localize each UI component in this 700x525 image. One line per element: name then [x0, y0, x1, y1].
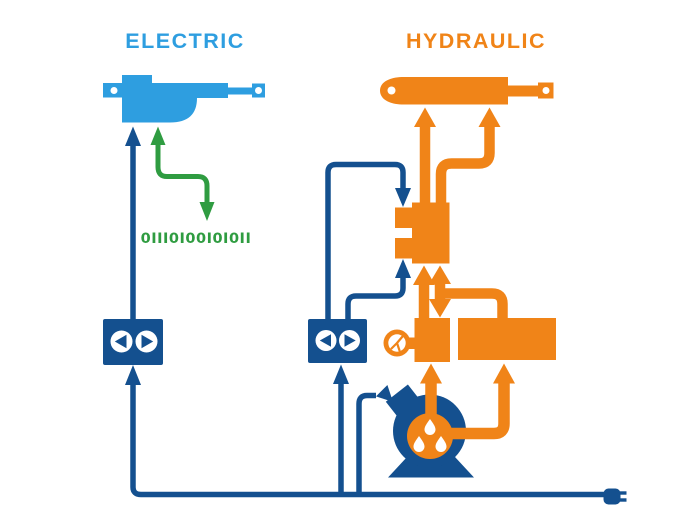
hydraulic-cylinder-icon: [380, 77, 554, 105]
fluid-arrowhead-up: [413, 265, 435, 285]
signal-line-to-valve-top: [325, 161, 406, 319]
signal-arrow-up-icon: [395, 259, 411, 278]
hydraulic-title: HYDRAULIC: [406, 29, 546, 53]
right-arrow-icon: [141, 334, 154, 349]
plug-prong: [620, 498, 627, 502]
pump-return-pipe: [430, 383, 510, 440]
pressure-gauge-icon: [383, 329, 416, 357]
oil-droplet-icon: [413, 436, 425, 452]
clevis-hole: [255, 87, 262, 94]
signal-arrowhead-down: [199, 202, 215, 221]
hydraulic-controller-icon: [308, 319, 367, 363]
fluid-pipe: [435, 126, 495, 204]
return-pipe-to-reservoir: [440, 288, 508, 318]
electric-section: ELECTRIC 0III0I00I0I0II: [103, 29, 265, 365]
binary-code-text: 0III0I00I0I0II: [141, 231, 252, 247]
mount-hole: [387, 86, 396, 95]
fluid-arrowhead-up: [429, 265, 451, 284]
fluid-arrowhead-down: [429, 299, 451, 318]
oil-reservoir-icon: [458, 318, 556, 360]
left-arrow-icon: [319, 334, 331, 347]
pump-inlet-tab: [385, 384, 421, 418]
power-circuit: [125, 364, 627, 505]
digital-signal-arrow-icon: [150, 126, 215, 221]
gauge-stub: [406, 337, 416, 349]
power-arrow-up-icon: [125, 365, 141, 385]
oil-droplet-icon: [435, 436, 447, 452]
signal-arrowhead-up: [150, 126, 166, 145]
controller-body: [103, 319, 163, 365]
cylinder-body: [380, 77, 554, 105]
left-arrow-icon: [114, 334, 127, 349]
oil-pump-icon: [385, 363, 515, 478]
actuator-body: [103, 75, 265, 123]
fluid-arrowhead-up: [493, 363, 515, 384]
electric-actuator-icon: [103, 75, 265, 123]
signal-line-to-valve-bottom: [345, 277, 406, 319]
plug-prong: [620, 491, 627, 495]
fluid-arrowhead-up: [414, 107, 436, 127]
power-arrow-up-icon: [125, 126, 141, 146]
pump-manifold-icon: [414, 318, 450, 362]
signal-curve: [155, 144, 210, 203]
fluid-pipes-to-cylinder: [414, 107, 501, 204]
hydraulic-section: HYDRAULIC: [308, 29, 556, 478]
electric-title: ELECTRIC: [125, 29, 245, 53]
oil-droplet-icon: [424, 419, 436, 435]
fluid-flow-valve-manifold: [413, 265, 508, 318]
clevis-hole: [542, 87, 550, 94]
mount-hole: [110, 87, 118, 94]
power-line-to-pump: [356, 392, 376, 494]
valve-block-icon: [395, 202, 450, 264]
power-plug-icon: [603, 488, 627, 505]
power-arrow-into-pump-icon: [376, 385, 393, 402]
electric-controller-icon: [103, 319, 163, 365]
controller-body: [308, 319, 367, 363]
plug-body: [603, 488, 621, 505]
gauge-needle: [390, 335, 404, 352]
fluid-arrowhead-up: [478, 107, 501, 127]
power-arrow-up-icon: [333, 364, 349, 384]
main-power-line: [130, 384, 605, 498]
right-arrow-icon: [344, 334, 356, 347]
signal-arrow-down-icon: [395, 188, 411, 207]
fluid-arrowhead-up: [420, 363, 442, 384]
